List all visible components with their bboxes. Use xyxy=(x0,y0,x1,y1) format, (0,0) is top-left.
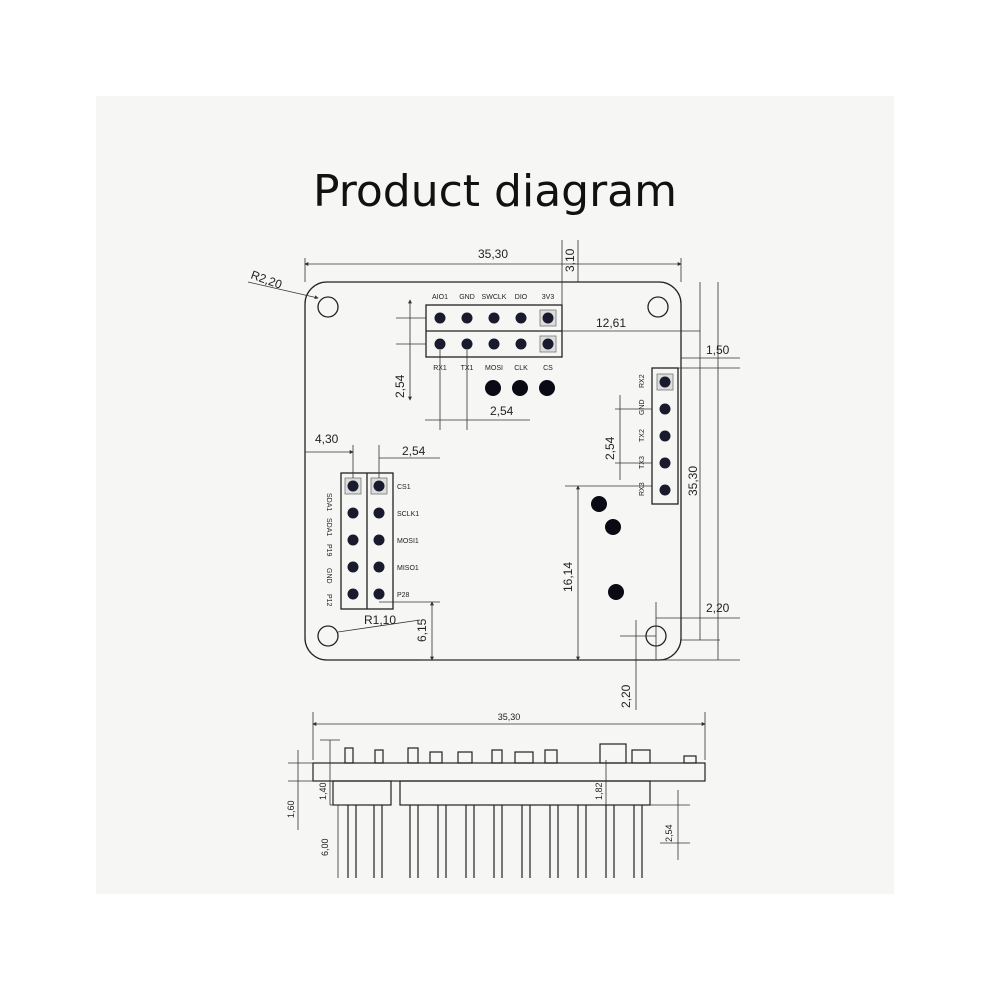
mounting-hole xyxy=(317,625,339,647)
pin-label: CLK xyxy=(514,365,528,372)
pin-label: SWCLK xyxy=(482,294,507,301)
dimension-label: 2,54 xyxy=(664,824,674,842)
mounting-hole xyxy=(317,296,339,318)
pcb-side xyxy=(312,762,706,782)
pin-label: P12 xyxy=(325,594,332,607)
diagram-panel xyxy=(96,96,894,894)
pin-label: TX3 xyxy=(639,456,646,469)
pin-label: P28 xyxy=(397,592,410,599)
top-header-pins: AIO1 GND SWCLK DIO 3V3 RX1 TX1 MOSI CLK … xyxy=(432,294,557,372)
dimension-label: R1,10 xyxy=(364,613,396,627)
dimension-label: 1,40 xyxy=(318,782,328,800)
dimension-label: 2,54 xyxy=(603,436,617,460)
dimension-label: 1,82 xyxy=(594,782,604,800)
dimension-label: 6,00 xyxy=(320,838,330,856)
dimension-label: 16,14 xyxy=(561,562,575,592)
pin-label: SDA1 xyxy=(325,493,332,511)
pin-label: RX2 xyxy=(639,374,646,388)
pin-label: SCLK1 xyxy=(397,511,419,518)
dimension-label: 2,54 xyxy=(393,374,407,398)
pin-label: GND xyxy=(459,294,475,301)
dimension-label: 1,50 xyxy=(706,343,730,357)
dimension-label: 2,54 xyxy=(402,444,426,458)
side-dimension-lines xyxy=(288,712,706,878)
dimension-label: 1,60 xyxy=(286,800,296,818)
pin-label: GND xyxy=(639,399,646,415)
solder-pads xyxy=(485,380,624,600)
left-header: SDA1 SDA1 P19 GND P12 CS1 SCLK1 MOSI1 MI… xyxy=(325,472,419,610)
dimension-label: 2,20 xyxy=(619,684,633,708)
dimension-label: 6,15 xyxy=(415,618,429,642)
dimension-label: 35,30 xyxy=(686,466,700,496)
pin-label: MOSI xyxy=(485,365,503,372)
pin-label: MISO1 xyxy=(397,565,419,572)
pin-label: MOSI1 xyxy=(397,538,419,545)
pin-label: TX2 xyxy=(639,429,646,442)
pin-label: GND xyxy=(325,568,332,584)
pin-label: P19 xyxy=(325,544,332,557)
dimension-lines xyxy=(247,240,740,710)
pin-label: 3V3 xyxy=(542,294,555,301)
dimension-label: R2,20 xyxy=(249,268,284,292)
dimension-label: 2,20 xyxy=(706,601,730,615)
right-header: RX2 GND TX2 TX3 RX3 xyxy=(639,367,679,505)
dimension-label: 35,30 xyxy=(478,247,508,261)
pin-label: AIO1 xyxy=(432,294,448,301)
side-view xyxy=(312,743,706,878)
mounting-hole xyxy=(647,296,669,318)
page-title: Product diagram xyxy=(312,166,677,217)
dimension-label: 2,54 xyxy=(490,404,514,418)
dimension-label: 4,30 xyxy=(315,432,339,446)
dimension-label: 35,30 xyxy=(498,712,521,722)
pin-label: CS xyxy=(543,365,553,372)
pin-label: CS1 xyxy=(397,484,411,491)
dimension-label: 12,61 xyxy=(596,316,626,330)
pin-label: DIO xyxy=(515,294,528,301)
pin-label: RX3 xyxy=(639,482,646,496)
dimension-label: 3,10 xyxy=(563,248,577,272)
pin-label: SDA1 xyxy=(325,518,332,536)
